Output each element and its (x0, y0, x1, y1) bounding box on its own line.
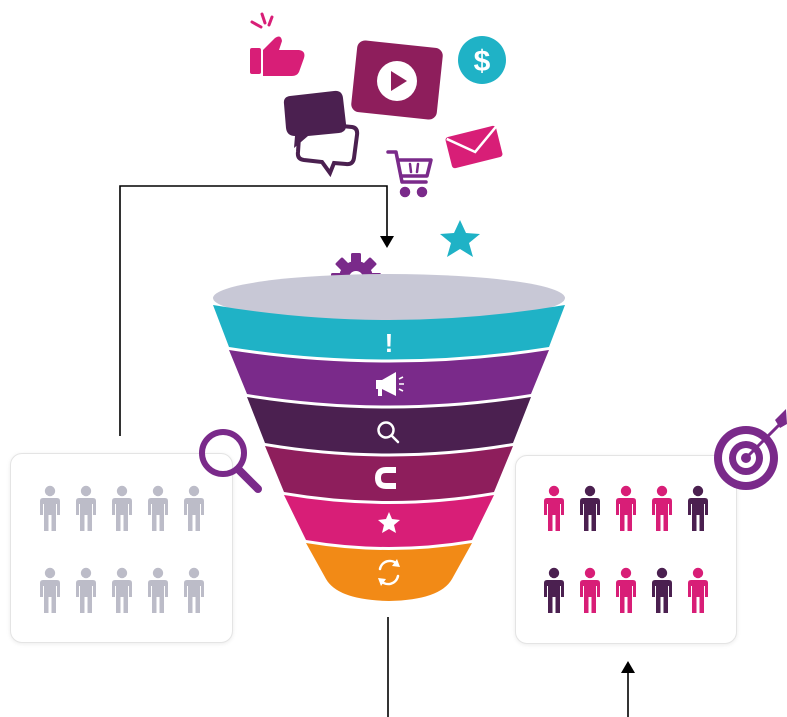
svg-text:$: $ (474, 45, 491, 78)
person-icon (544, 485, 564, 531)
magnifier-icon (199, 429, 262, 493)
funnel: ! (213, 274, 565, 601)
magnet-icon (374, 467, 396, 489)
person-icon (40, 485, 60, 531)
person-icon (688, 567, 708, 613)
refresh-icon (378, 559, 400, 586)
person-icon (688, 485, 708, 531)
video-play-icon (351, 40, 443, 120)
person-icon (76, 567, 96, 613)
person-icon (616, 485, 636, 531)
star-icon (378, 512, 400, 533)
thumbs-up-icon (250, 12, 305, 76)
search-icon (377, 421, 400, 444)
person-icon (652, 485, 672, 531)
person-icon (112, 485, 132, 531)
person-icon (580, 485, 600, 531)
megaphone-icon (376, 372, 404, 396)
person-icon (652, 567, 672, 613)
target-icon (714, 409, 787, 490)
people-group-right (544, 485, 708, 613)
connector-lines (119, 185, 629, 717)
person-icon (112, 567, 132, 613)
funnel-layer-1 (213, 305, 565, 360)
person-icon (40, 567, 60, 613)
person-icon (76, 485, 96, 531)
funnel-rim (213, 274, 565, 322)
arrowhead-down (380, 236, 394, 248)
funnel-layer-6 (306, 543, 472, 601)
person-icon (580, 567, 600, 613)
top-connector-line (119, 185, 388, 436)
exclamation-icon: ! (385, 328, 394, 358)
person-icon (184, 567, 204, 613)
envelope-icon (445, 124, 503, 169)
shopping-cart-icon (386, 150, 433, 198)
people-group-left (40, 485, 204, 613)
person-icon (184, 485, 204, 531)
arrowhead-up (621, 661, 635, 673)
chat-bubbles-icon (283, 90, 360, 178)
person-icon (148, 485, 168, 531)
person-icon (616, 567, 636, 613)
funnel-layer-3 (247, 397, 531, 454)
star-icon (440, 220, 480, 257)
funnel-layer-4 (265, 446, 513, 501)
person-icon (544, 567, 564, 613)
dollar-coin-icon: $ (458, 36, 506, 84)
person-icon (148, 567, 168, 613)
